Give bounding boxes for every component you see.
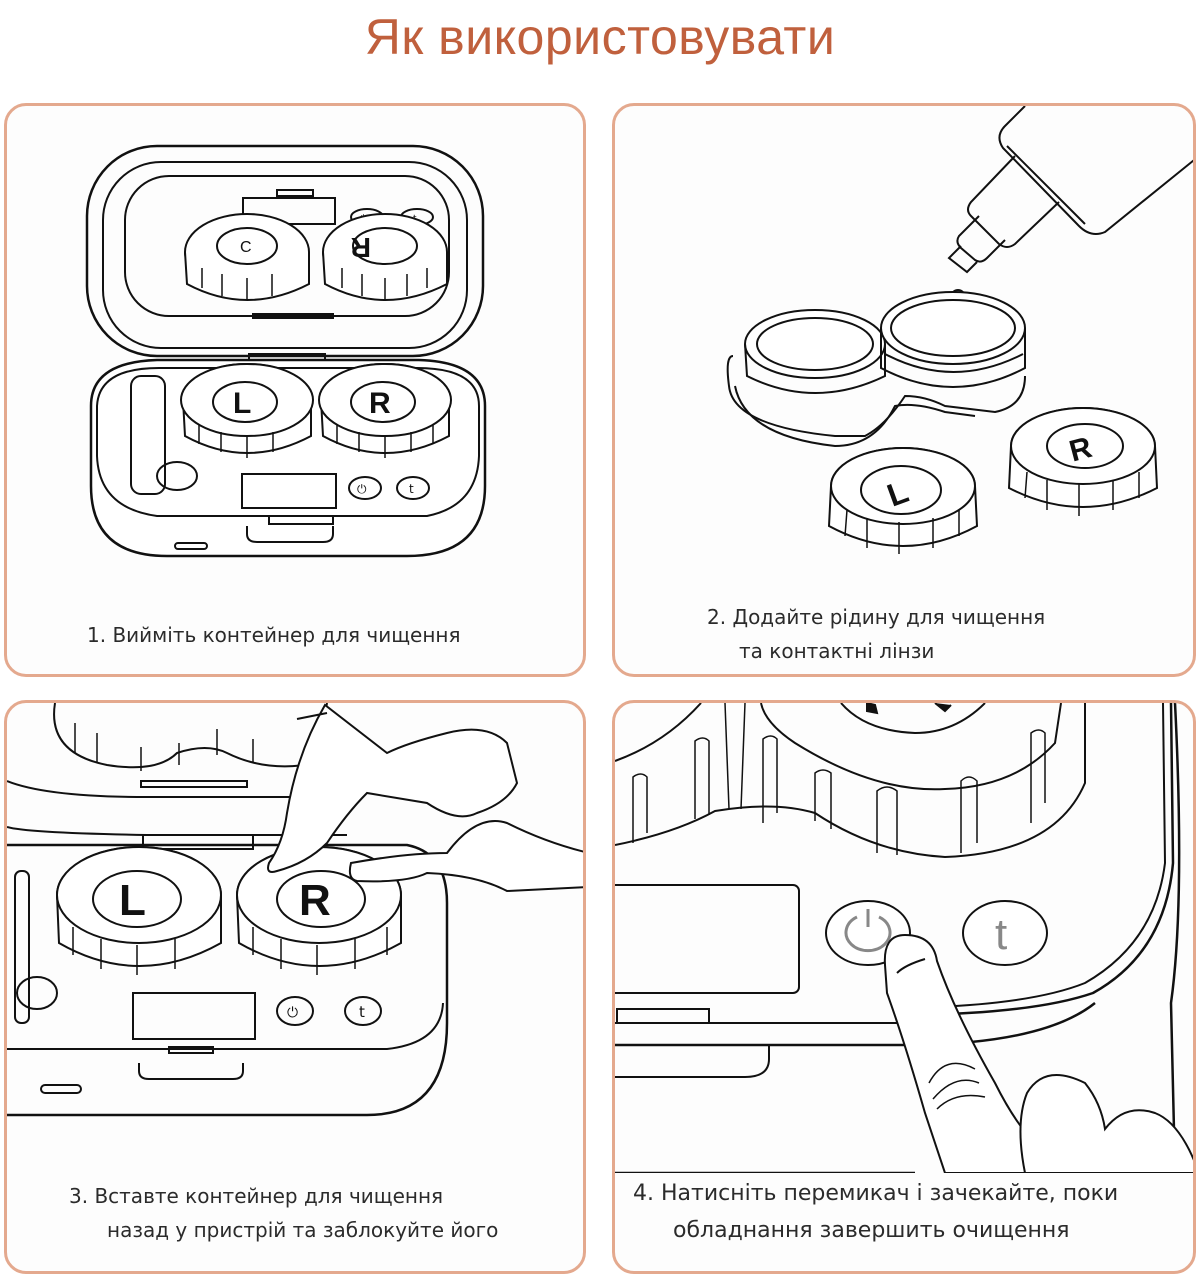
step-4-illustration: t xyxy=(615,703,1193,1173)
step-3-illustration: ⏻ t L R xyxy=(7,703,583,1117)
step-4-caption: 4. Натисніть перемикач і зачекайте, поки… xyxy=(633,1181,1119,1243)
left-cap-label: L xyxy=(233,387,251,420)
timer-t-icon: t xyxy=(995,910,1007,959)
lid-caps xyxy=(184,213,448,301)
power-icon: ⏻ xyxy=(357,482,367,496)
step-2-illustration: L R xyxy=(726,106,1193,554)
step-3-panel: ⏻ t L R xyxy=(4,700,586,1274)
lid-right-label: R xyxy=(351,232,371,263)
power-icon xyxy=(844,909,892,953)
hand-fingers xyxy=(1019,1074,1193,1173)
base-caps xyxy=(180,363,452,458)
left-cap xyxy=(827,447,979,554)
step-3-caption: 3. Вставте контейнер для чищення назад у… xyxy=(69,1184,499,1242)
lens-case xyxy=(726,291,1026,448)
page-title: Як використовувати xyxy=(364,9,836,65)
step-1-caption: 1. Вийміть контейнер для чищення xyxy=(87,623,461,647)
left-cap-label: L xyxy=(119,876,146,925)
step-2-caption: 2. Додайте рідину для чищення та контакт… xyxy=(707,605,1046,663)
timer-t-icon: t xyxy=(359,1003,365,1021)
step-1-panel: ⏻ t C R xyxy=(4,103,586,677)
solution-bottle xyxy=(947,106,1193,274)
right-cap xyxy=(1007,407,1159,516)
step-2-panel: L R 2. Додайте рідину для чищення та кон… xyxy=(612,103,1196,677)
step-4-panel: t 4. Натисніть перемикач і зачекайте, по… xyxy=(612,700,1196,1274)
power-icon: ⏻ xyxy=(287,1005,298,1021)
step-1-illustration: ⏻ t C R xyxy=(85,144,487,558)
right-cap-label: R xyxy=(369,387,391,420)
lid-left-label: C xyxy=(240,239,252,256)
timer-t-icon: t xyxy=(409,482,414,496)
hand xyxy=(267,703,583,893)
right-cap-label: R xyxy=(299,876,331,925)
